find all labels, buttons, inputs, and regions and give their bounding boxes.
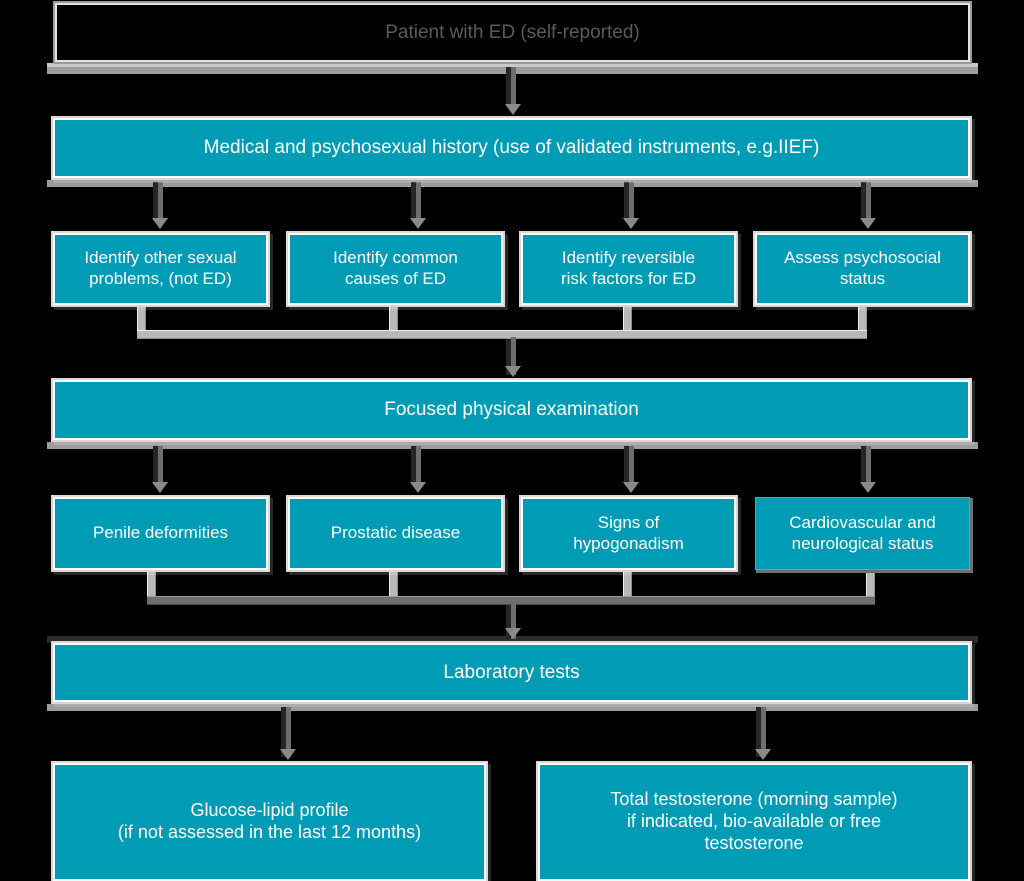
edge-exam-c2-arrowhead	[623, 482, 639, 493]
rail-under-history	[47, 180, 978, 187]
node-penile-deformities[interactable]: Penile deformities	[53, 497, 268, 570]
merge2-riser-c3	[866, 572, 875, 600]
edge-history-c1-stem	[416, 182, 421, 221]
node-label-line1: Assess psychosocial	[784, 248, 941, 268]
edge-entry-history-arrowhead	[505, 104, 521, 115]
edge-exam-c0-stem	[158, 446, 163, 485]
node-label-line2: status	[839, 269, 886, 288]
merge1-riser-c2	[623, 307, 632, 335]
edge-history-c2-stem	[629, 182, 634, 221]
node-label: Penile deformities	[92, 523, 229, 543]
edge-entry-history-stem	[511, 67, 516, 107]
node-signs-of-hypogonadism[interactable]: Signs of hypogonadism	[521, 497, 736, 570]
edge-lab-c0-shadow	[281, 707, 286, 757]
edge-merge1-shadow	[506, 337, 511, 375]
rail-under-laboratory	[47, 704, 978, 711]
node-identify-reversible-risk-factors[interactable]: Identify reversible risk factors for ED	[521, 233, 736, 305]
merge1-riser-c3	[858, 307, 867, 335]
edge-history-c3-stem	[866, 182, 871, 221]
edge-lab-c0-stem	[286, 707, 291, 757]
edge-merge2-arrowhead	[505, 628, 521, 639]
node-cardiovascular-neurological-status[interactable]: Cardiovascular and neurological status	[755, 497, 970, 570]
edge-exam-c3-shadow	[861, 446, 866, 485]
node-label-line1: Identify reversible	[561, 248, 696, 268]
node-label-line2: causes of ED	[344, 269, 447, 288]
rail-above-laboratory	[47, 636, 978, 643]
edge-exam-c3-stem	[866, 446, 871, 485]
rail-under-examination	[47, 442, 978, 449]
edge-history-c1-arrowhead	[410, 218, 426, 229]
edge-exam-c3-arrowhead	[860, 482, 876, 493]
edge-lab-c1-shadow	[756, 707, 761, 757]
node-label: Focused physical examination	[384, 399, 639, 421]
edge-merge2-stem	[511, 602, 516, 639]
node-medical-history[interactable]: Medical and psychosexual history (use of…	[53, 118, 970, 178]
edge-history-c3-arrowhead	[860, 218, 876, 229]
merge2-riser-c1	[389, 572, 398, 600]
edge-exam-c2-stem	[629, 446, 634, 485]
edge-exam-c1-shadow	[411, 446, 416, 485]
node-label-line1: Identify common	[333, 248, 458, 268]
edge-history-c1-shadow	[411, 182, 416, 221]
edge-exam-c1-arrowhead	[410, 482, 426, 493]
node-identify-other-sexual-problems[interactable]: Identify other sexual problems, (not ED)	[53, 233, 268, 305]
edge-history-c3-shadow	[861, 182, 866, 221]
edge-exam-c0-arrowhead	[152, 482, 168, 493]
node-label: Medical and psychosexual history (use of…	[203, 137, 820, 159]
node-label-line1: Glucose-lipid profile	[190, 800, 349, 821]
edge-merge1-stem	[511, 337, 516, 375]
node-label: Laboratory tests	[443, 661, 580, 683]
edge-exam-c0-shadow	[153, 446, 158, 485]
node-prostatic-disease[interactable]: Prostatic disease	[288, 497, 503, 570]
node-label-line1: Identify other sexual	[84, 248, 237, 268]
merge1-riser-c0	[137, 307, 146, 335]
merge1-bus	[137, 330, 867, 339]
node-glucose-lipid-profile[interactable]: Glucose-lipid profile (if not assessed i…	[53, 763, 486, 881]
node-label-line2: problems, (not ED)	[89, 269, 232, 288]
node-label-line2: hypogonadism	[573, 533, 684, 553]
edge-history-c0-arrowhead	[152, 218, 168, 229]
node-label-line2: risk factors for ED	[560, 269, 697, 288]
merge2-riser-c2	[623, 572, 632, 600]
node-label-line2: neurological status	[791, 533, 934, 553]
node-label: Prostatic disease	[330, 523, 461, 543]
node-assess-psychosocial-status[interactable]: Assess psychosocial status	[755, 233, 970, 305]
edge-merge1-arrowhead	[505, 366, 521, 377]
edge-exam-c1-stem	[416, 446, 421, 485]
node-label-line1: Total testosterone (morning sample)	[610, 789, 898, 810]
node-focused-physical-examination[interactable]: Focused physical examination	[53, 380, 970, 440]
edge-lab-c0-arrowhead	[280, 749, 296, 760]
edge-history-c2-shadow	[624, 182, 629, 221]
node-label-line3: testosterone	[704, 832, 804, 853]
edge-lab-c1-arrowhead	[755, 749, 771, 760]
edge-history-c0-shadow	[153, 182, 158, 221]
edge-history-c2-arrowhead	[623, 218, 639, 229]
edge-entry-history-shadow	[506, 67, 511, 107]
rail-under-entry	[47, 63, 978, 67]
node-laboratory-tests[interactable]: Laboratory tests	[53, 643, 970, 702]
merge1-riser-c1	[389, 307, 398, 335]
node-identify-common-causes[interactable]: Identify common causes of ED	[288, 233, 503, 305]
edge-lab-c1-stem	[761, 707, 766, 757]
node-label-line1: Cardiovascular and	[789, 512, 936, 532]
node-patient-with-ed[interactable]: Patient with ED (self-reported)	[55, 3, 970, 62]
edge-history-c0-stem	[158, 182, 163, 221]
node-label-line2: if indicated, bio-available or free	[626, 811, 882, 832]
node-label: Patient with ED (self-reported)	[385, 21, 640, 43]
merge2-riser-c0	[147, 572, 156, 600]
node-total-testosterone[interactable]: Total testosterone (morning sample) if i…	[538, 763, 970, 881]
edge-exam-c2-shadow	[624, 446, 629, 485]
edge-merge2-shadow	[506, 602, 511, 639]
node-label-line2: (if not assessed in the last 12 months)	[117, 822, 422, 842]
node-label-line1: Signs of	[597, 512, 660, 532]
